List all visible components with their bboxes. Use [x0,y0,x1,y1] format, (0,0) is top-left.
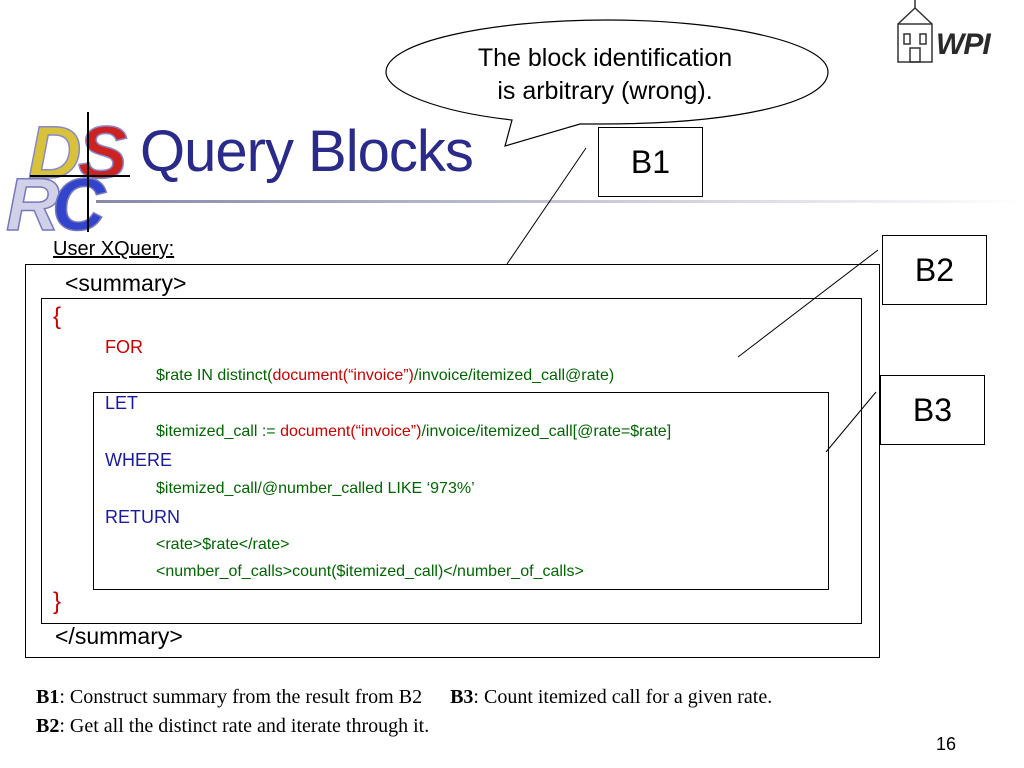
block-b2-frame [41,298,862,624]
wpi-logo-text: WPI [936,28,991,61]
block-label-b3: B3 [880,375,985,445]
wpi-logo-building [897,0,933,63]
logo-letter-s: S [78,111,127,194]
title-underline [96,200,1024,203]
where-clause: $itemized_call/@number_called LIKE ‘973%… [156,480,475,497]
b1-connector [506,147,587,265]
for-keyword: FOR [105,337,143,357]
where-keyword: WHERE [105,450,172,470]
block-label-b2: B2 [882,235,987,305]
return-line-1: <rate>$rate</rate> [156,536,290,553]
dsrc-logo: D S R C [5,110,130,247]
page-number: 16 [936,734,957,754]
callout-text: The block identification is arbitrary (w… [420,42,790,108]
logo-letter-d: D [28,111,81,194]
callout-bubble [385,19,829,147]
block-b3-frame [93,392,829,590]
let-clause: $itemized_call := document(“invoice”)/in… [156,423,672,440]
return-line-2: <number_of_calls>count($itemized_call)</… [156,563,584,580]
slide-title: Query Blocks [140,119,474,184]
summary-open-tag: <summary> [65,270,187,296]
caption-line-2: B2: Get all the distinct rate and iterat… [36,715,430,737]
for-clause: $rate IN distinct(document(“invoice”)/in… [156,367,615,384]
query-label: User XQuery: [53,238,175,260]
let-keyword: LET [105,393,139,413]
callout-line-1: The block identification [477,44,733,72]
caption: B1: Construct summary from the result fr… [36,683,772,741]
return-keyword: RETURN [105,507,180,527]
b2-connector [737,249,879,358]
callout-line-2: is arbitrary (wrong). [497,77,713,105]
b3-connector [825,391,877,453]
block-label-b1: B1 [598,127,703,197]
block-b1-frame [25,264,880,658]
caption-line-1: B1: Construct summary from the result fr… [36,686,773,708]
close-brace: } [53,588,62,615]
summary-close-tag: </summary> [55,623,183,649]
open-brace: { [53,303,62,330]
